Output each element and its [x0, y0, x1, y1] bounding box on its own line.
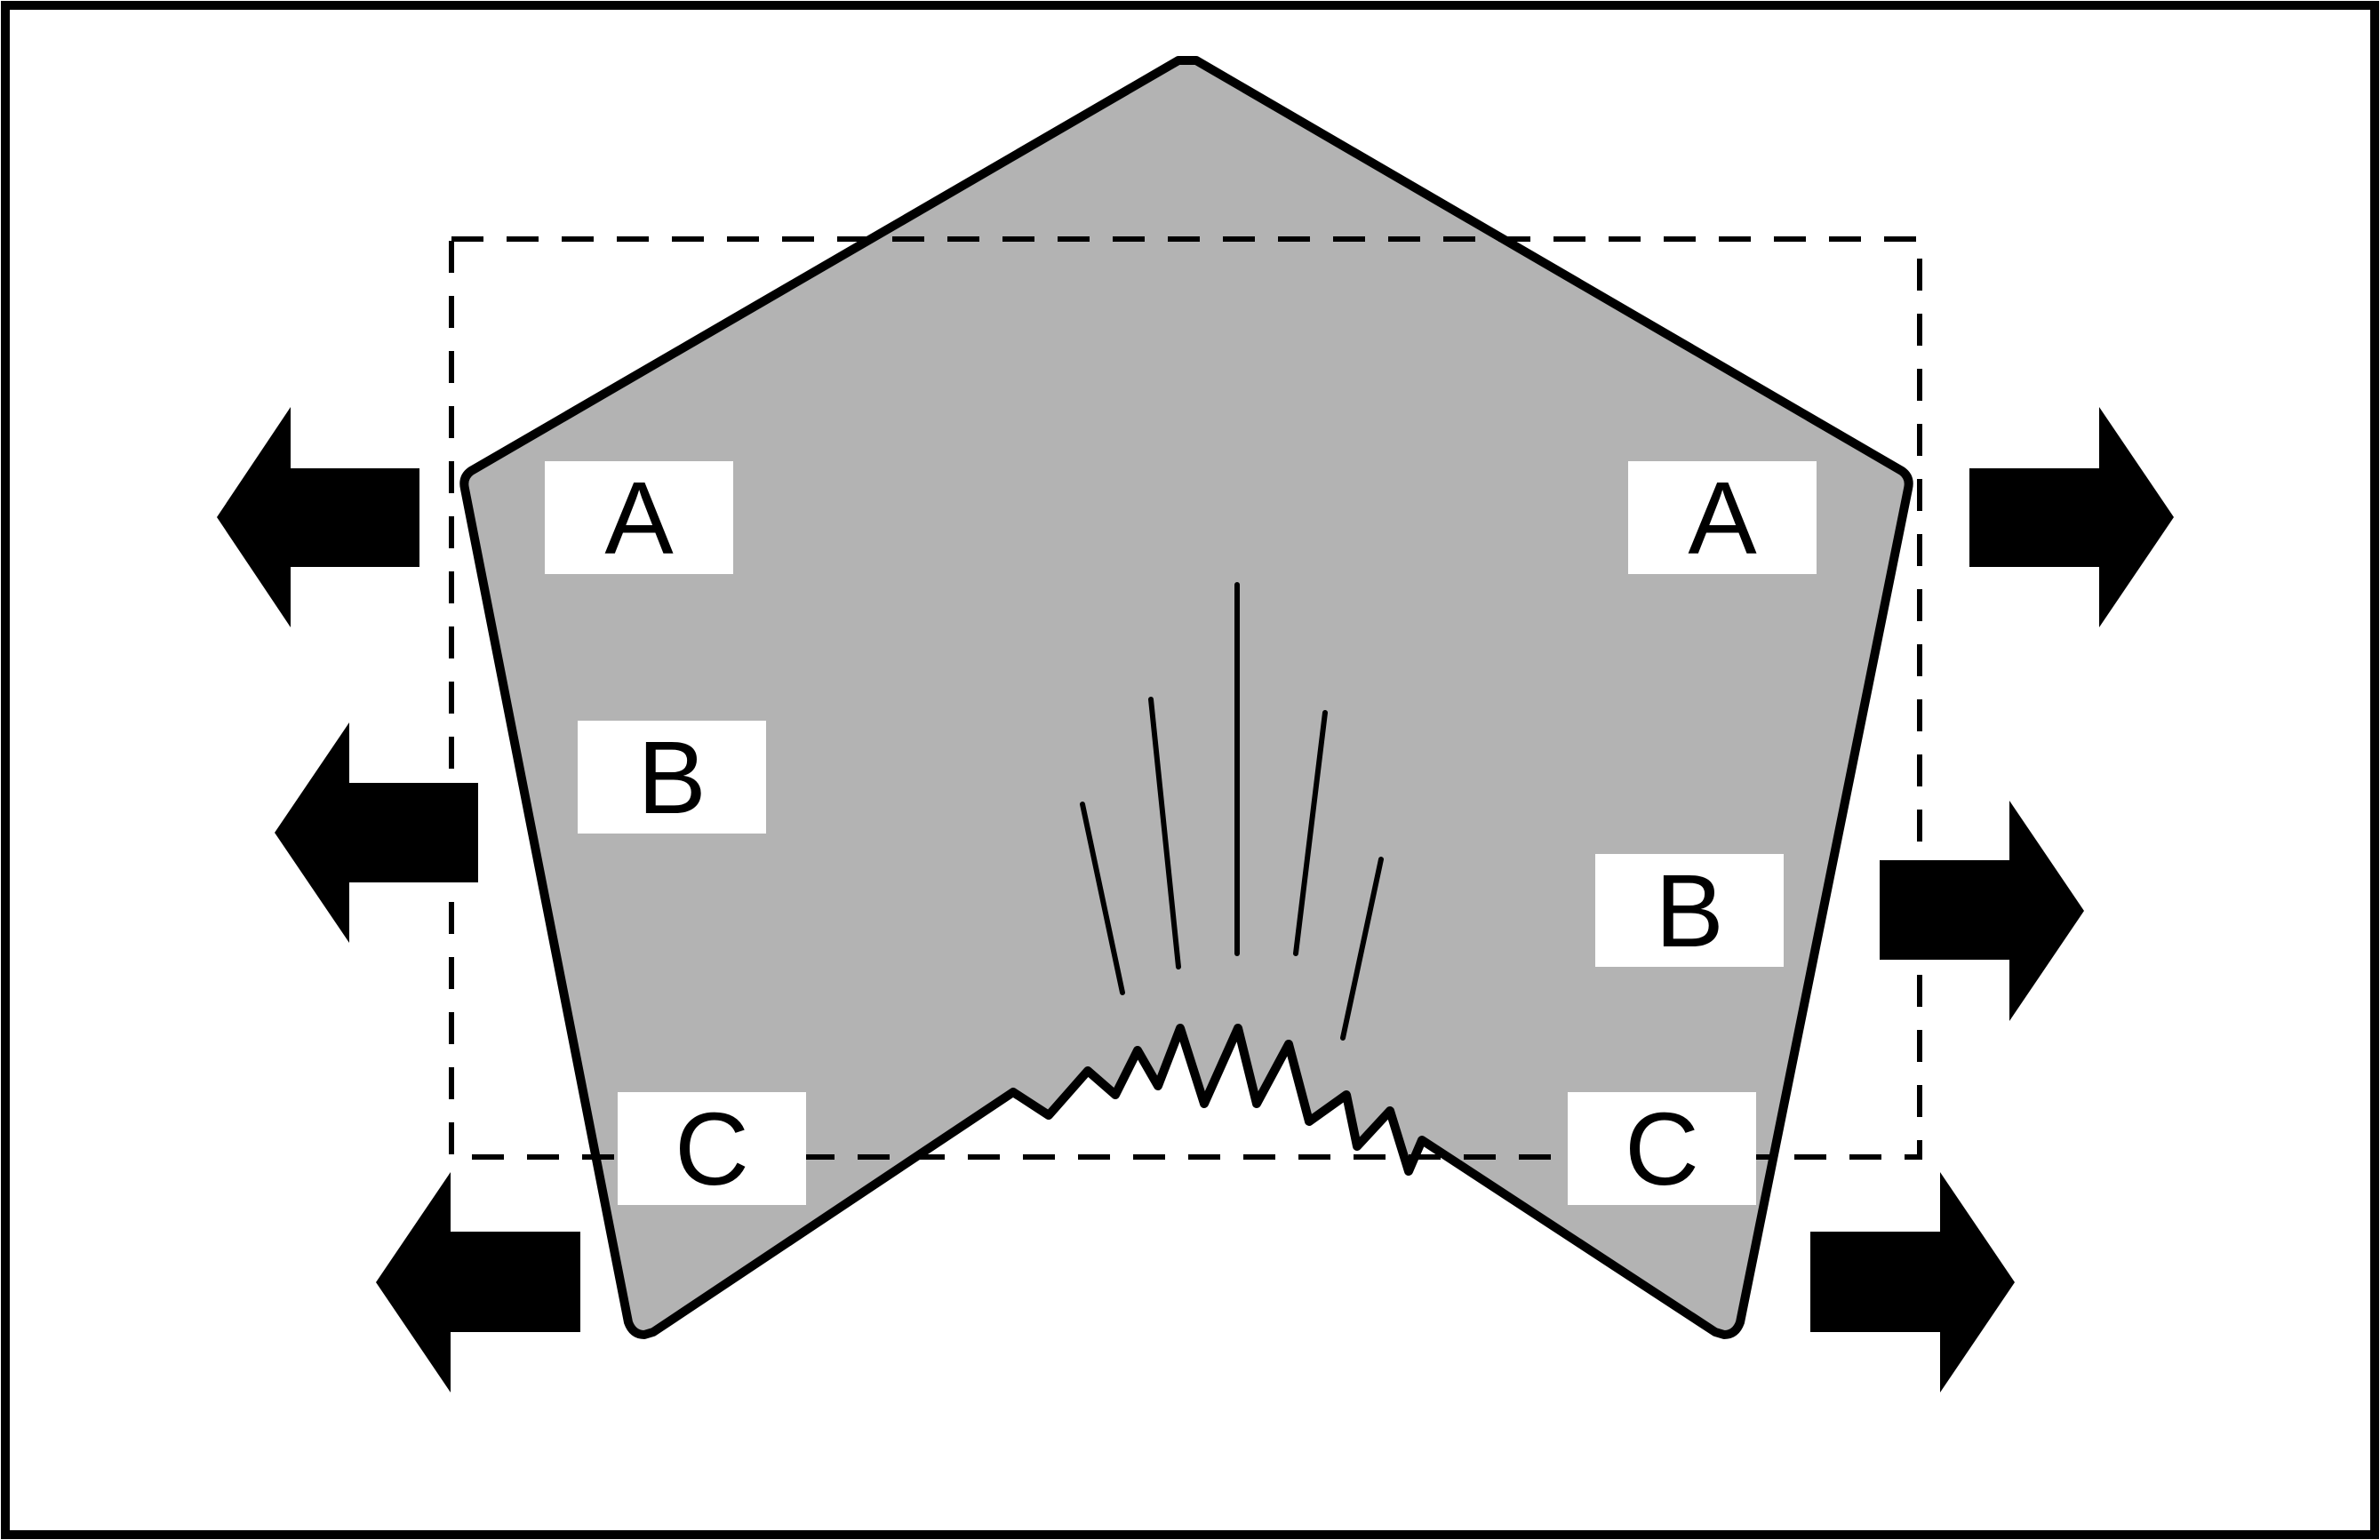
label-box [1628, 461, 1817, 574]
label-text: B [1655, 853, 1723, 969]
crack-line-5 [1340, 857, 1384, 1041]
specimen-shape [459, 56, 1913, 1339]
crack-line-4 [1293, 710, 1328, 956]
label-text: A [1688, 460, 1757, 576]
arrow-left-top-icon [217, 407, 419, 627]
arrow-right-top-icon [1969, 407, 2174, 627]
dashed-reference-boundary [449, 236, 1922, 1160]
label-box [618, 1092, 806, 1205]
label-box [1568, 1092, 1756, 1205]
label-text: B [637, 720, 706, 835]
label-box [1595, 854, 1784, 967]
arrow-left-middle-icon [275, 722, 478, 943]
label-box [578, 721, 766, 834]
label-left-bottom: C [618, 1091, 806, 1207]
tension-arrows [217, 407, 2174, 1392]
label-text: C [675, 1091, 749, 1207]
label-right-top: A [1628, 460, 1817, 576]
arrow-left-bottom-icon [376, 1172, 580, 1392]
label-left-middle: B [578, 720, 766, 835]
label-text: A [604, 460, 674, 576]
label-right-bottom: C [1568, 1091, 1756, 1207]
arrow-right-middle-icon [1880, 801, 2084, 1021]
crack-line-1 [1080, 802, 1125, 995]
label-box [545, 461, 733, 574]
crack-lines [1080, 582, 1384, 1041]
label-left-top: A [545, 460, 733, 576]
crack-line-2 [1148, 697, 1181, 969]
label-right-middle: B [1595, 853, 1784, 969]
arrow-right-bottom-icon [1810, 1172, 2015, 1392]
label-text: C [1625, 1091, 1699, 1207]
